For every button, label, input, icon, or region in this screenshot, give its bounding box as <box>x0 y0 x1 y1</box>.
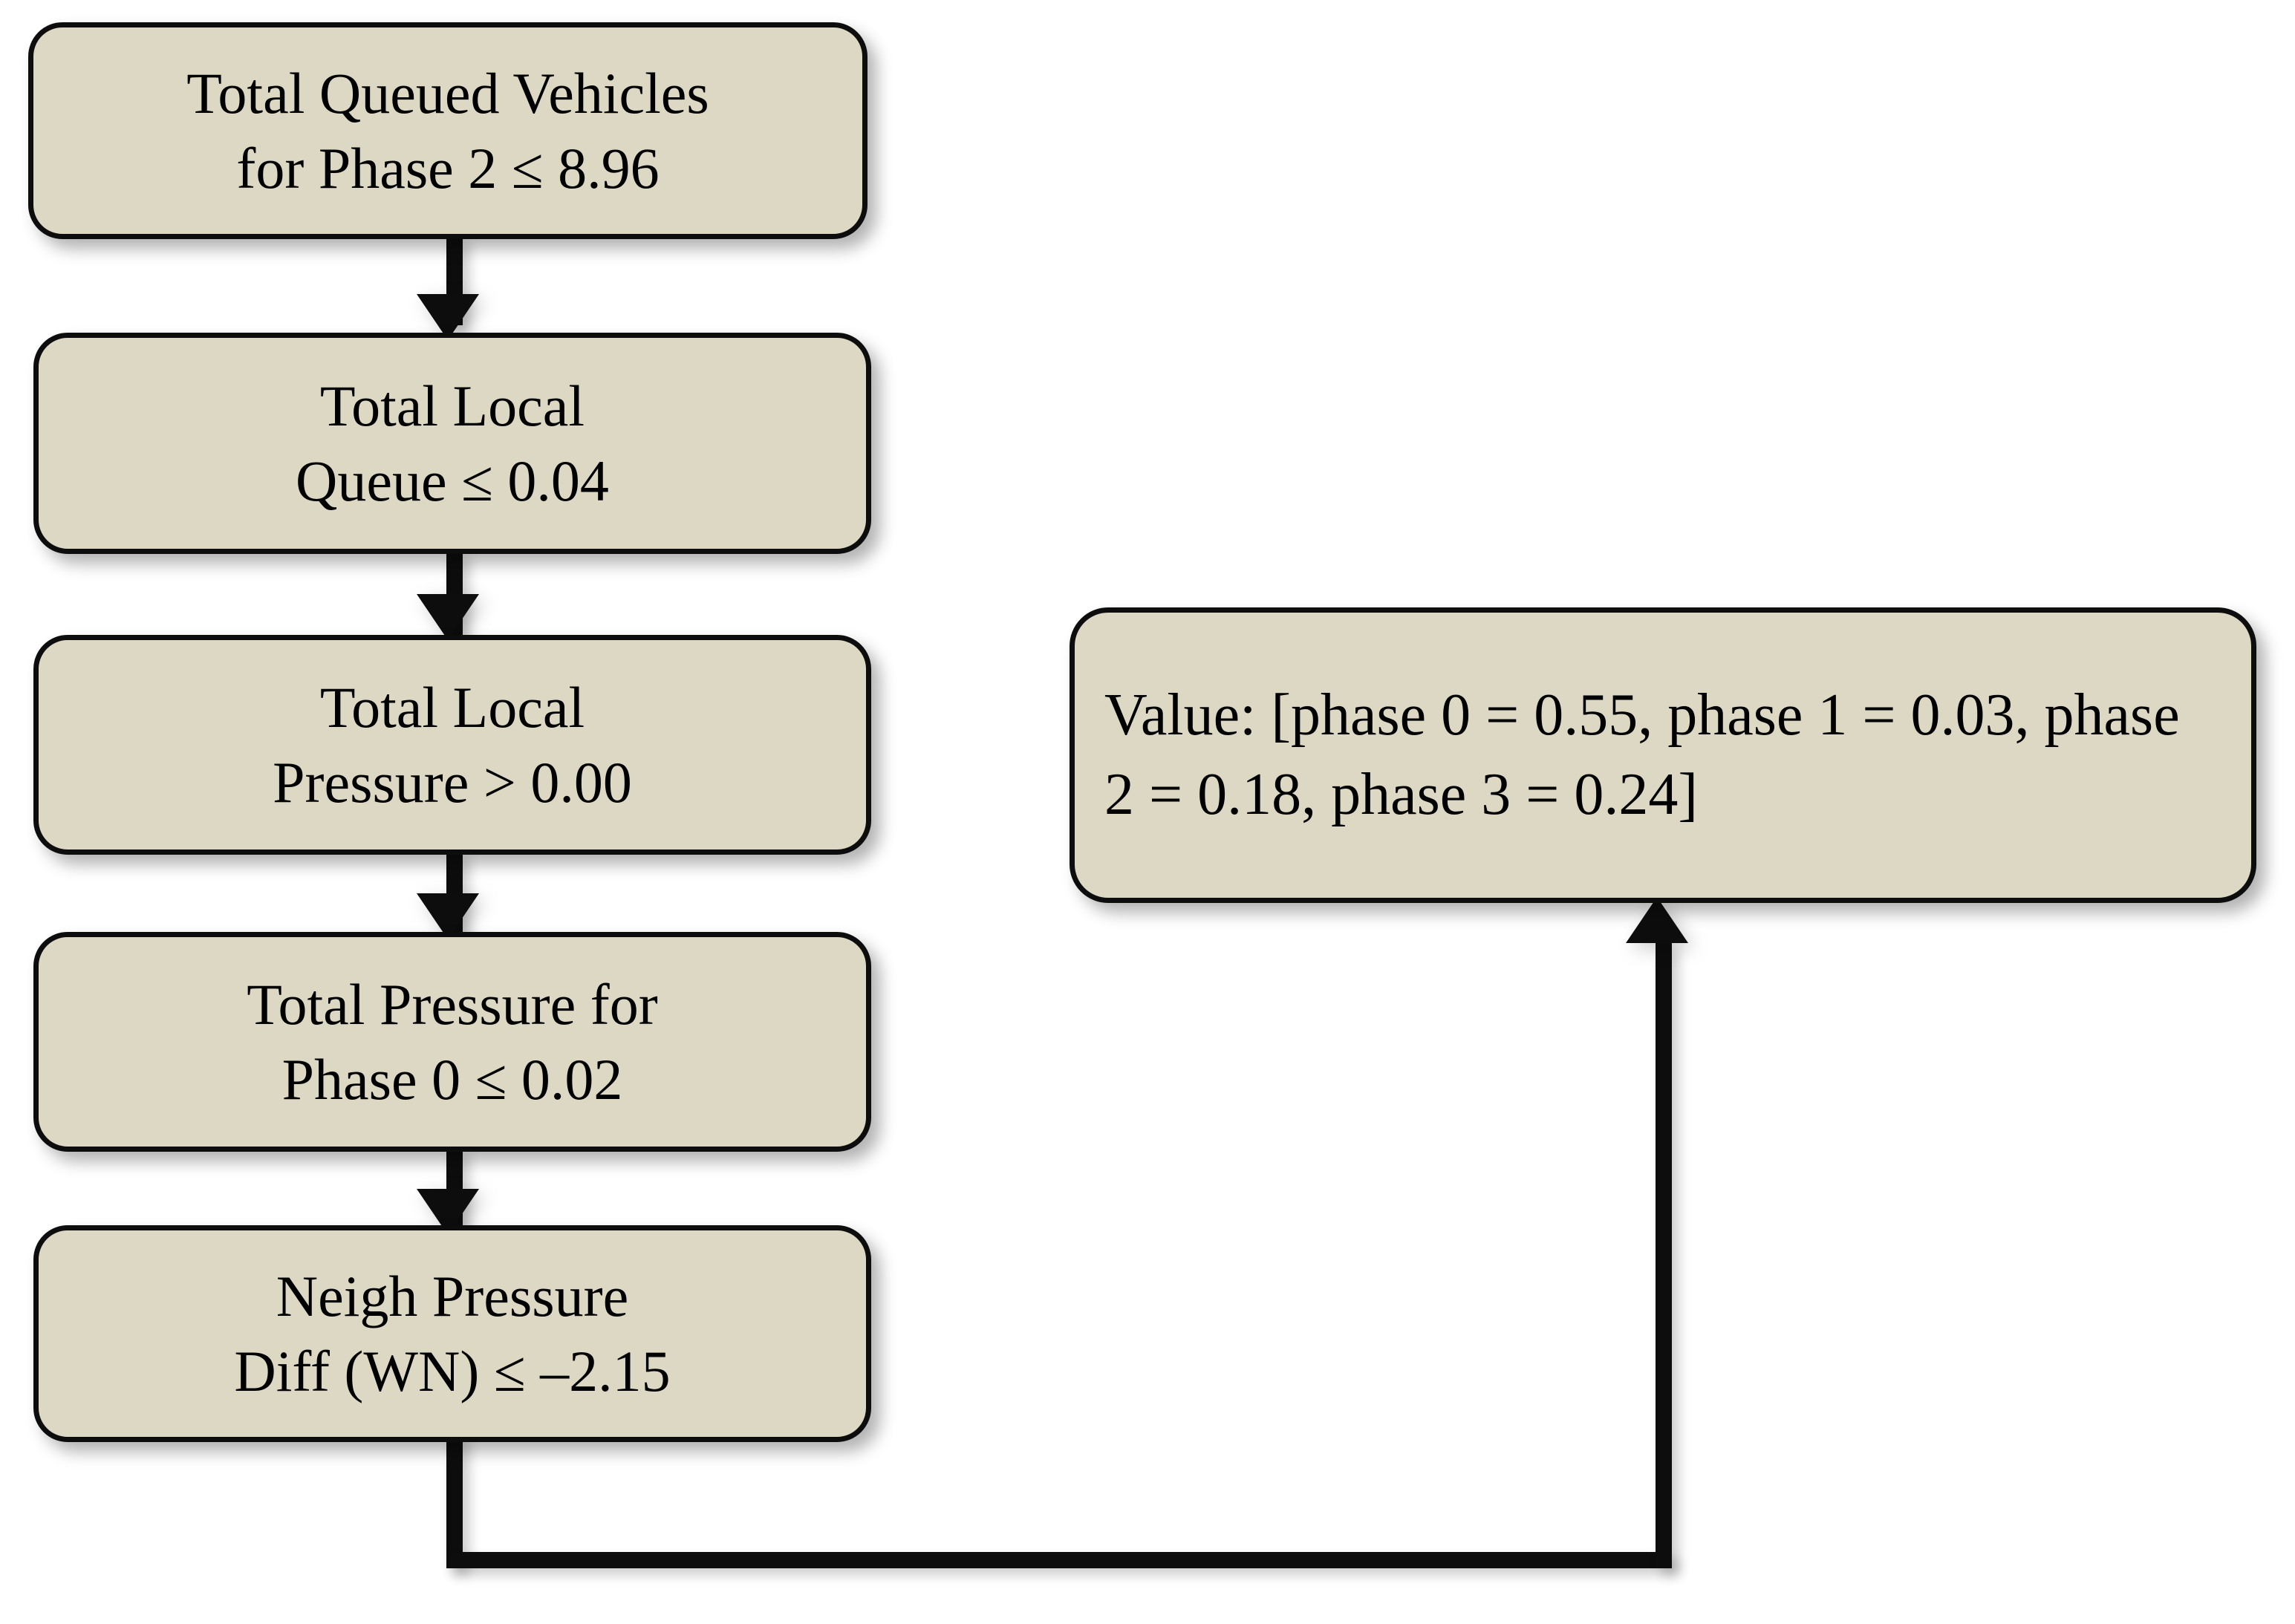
node-label: Total Queued Vehicles for Phase 2 ≤ 8.96 <box>186 60 709 200</box>
value-node-label: Value: [phase 0 = 0.55, phase 1 = 0.03, … <box>1104 682 2180 827</box>
node-label: Total Local Pressure > 0.00 <box>273 674 632 815</box>
arrow-down-icon-edge-1 <box>417 294 479 340</box>
node-total-pressure-phase-0[interactable]: Total Pressure for Phase 0 ≤ 0.02 <box>33 932 871 1152</box>
edge-condition5-to-value-riser <box>1656 942 1672 1568</box>
arrow-down-icon-edge-2 <box>417 594 479 640</box>
node-value-output[interactable]: Value: [phase 0 = 0.55, phase 1 = 0.03, … <box>1070 607 2256 903</box>
arrow-down-icon-edge-3 <box>417 893 479 939</box>
arrow-up-icon-edge-5 <box>1626 897 1688 943</box>
node-total-local-queue[interactable]: Total Local Queue ≤ 0.04 <box>33 333 871 554</box>
edge-condition5-to-value-horizontal <box>446 1552 1672 1568</box>
node-label: Total Local Queue ≤ 0.04 <box>296 373 609 513</box>
node-label: Neigh Pressure Diff (WN) ≤ –2.15 <box>234 1263 671 1403</box>
node-total-queued-vehicles-phase-2[interactable]: Total Queued Vehicles for Phase 2 ≤ 8.96 <box>28 22 867 239</box>
node-total-local-pressure[interactable]: Total Local Pressure > 0.00 <box>33 635 871 855</box>
edge-condition5-to-value-descender <box>446 1433 463 1568</box>
node-neigh-pressure-diff-wn[interactable]: Neigh Pressure Diff (WN) ≤ –2.15 <box>33 1225 871 1442</box>
node-label: Total Pressure for Phase 0 ≤ 0.02 <box>247 971 658 1112</box>
